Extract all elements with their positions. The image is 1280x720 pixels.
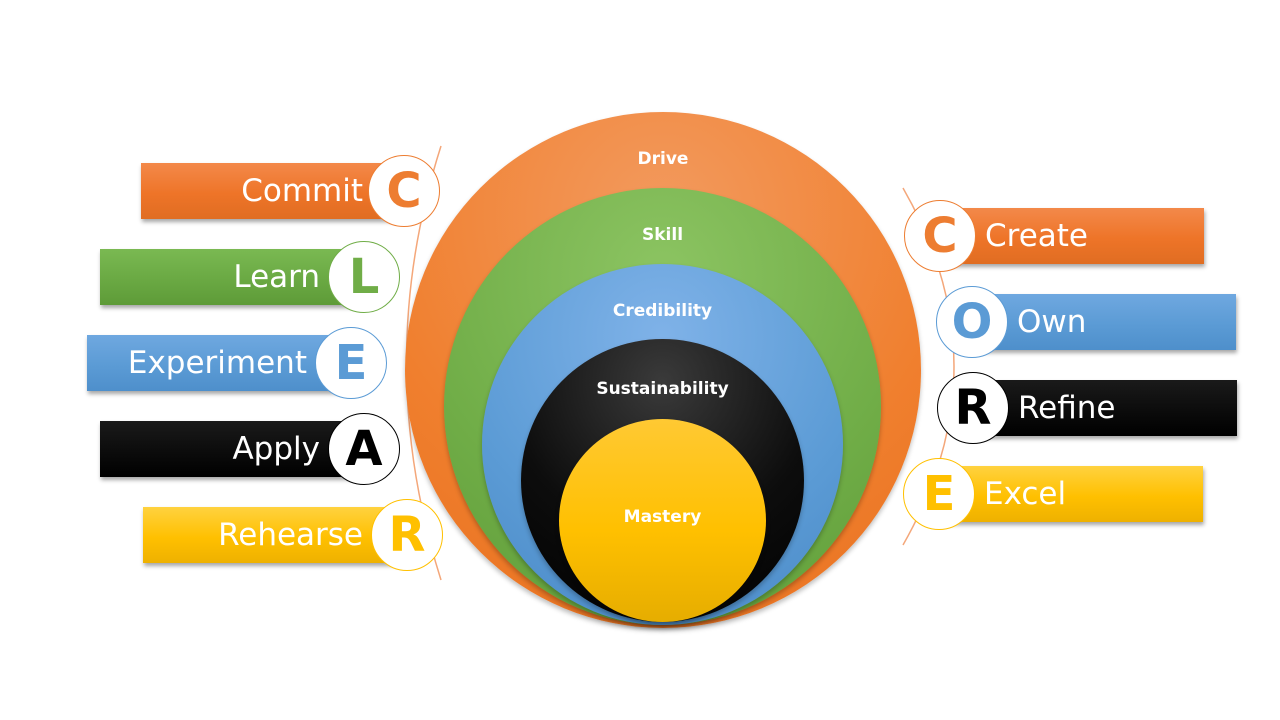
clear-letter-a-badge: A: [328, 413, 400, 485]
core-word-excel: Excel: [984, 476, 1067, 512]
clear-bar-experiment: Experiment: [87, 335, 357, 391]
clear-word-apply: Apply: [232, 431, 320, 467]
clear-letter-e-badge: E: [315, 327, 387, 399]
ring-label-drive: Drive: [637, 149, 689, 169]
clear-letter-l-badge: L: [328, 241, 400, 313]
ring-label-skill: Skill: [641, 225, 684, 245]
core-letter-r-badge: R: [937, 372, 1009, 444]
ring-mastery: Mastery: [559, 419, 766, 622]
clear-letter-c-badge: C: [368, 155, 440, 227]
ring-label-credibility: Credibility: [612, 301, 713, 321]
core-letter-o-badge: O: [936, 286, 1008, 358]
ring-label-mastery: Mastery: [623, 507, 702, 527]
clear-word-experiment: Experiment: [127, 345, 307, 381]
core-bar-create: Create: [944, 208, 1204, 264]
core-word-own: Own: [1017, 304, 1087, 340]
core-bar-own: Own: [976, 294, 1236, 350]
clear-word-commit: Commit: [241, 173, 363, 209]
clear-bar-rehearse: Rehearse: [143, 507, 413, 563]
core-letter-c-badge: C: [904, 200, 976, 272]
clear-letter-r-badge: R: [371, 499, 443, 571]
core-word-create: Create: [985, 218, 1089, 254]
core-word-refine: Refine: [1018, 390, 1116, 426]
clear-bar-learn: Learn: [100, 249, 370, 305]
ring-label-sustainability: Sustainability: [596, 379, 729, 399]
clear-bar-commit: Commit: [141, 163, 411, 219]
core-letter-e-badge: E: [903, 458, 975, 530]
core-bar-excel: Excel: [943, 466, 1203, 522]
clear-word-rehearse: Rehearse: [218, 517, 363, 553]
core-bar-refine: Refine: [977, 380, 1237, 436]
clear-word-learn: Learn: [233, 259, 320, 295]
clear-bar-apply: Apply: [100, 421, 370, 477]
